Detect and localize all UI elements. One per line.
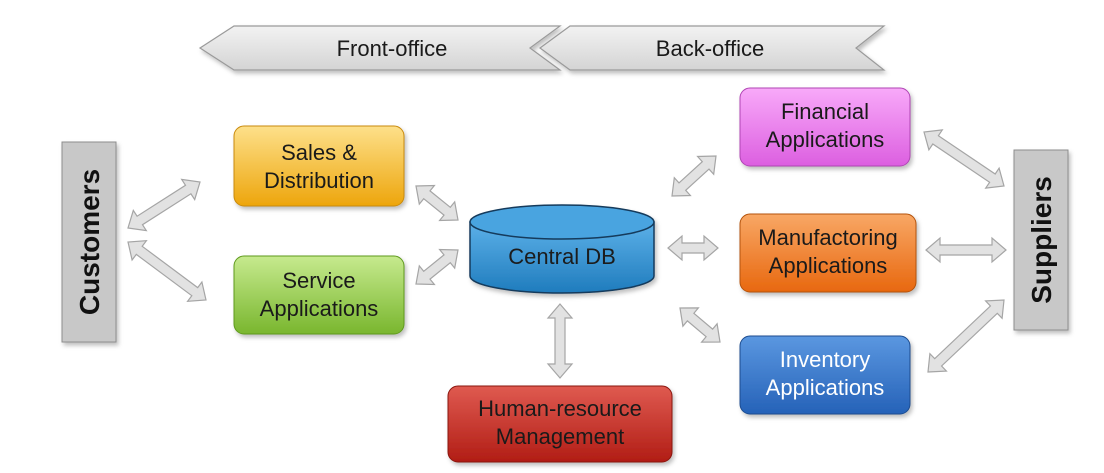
inventory-line2: Applications [766,375,885,400]
manufactoring-line1: Manufactoring [758,225,897,250]
inventory-line1: Inventory [780,347,871,372]
db-inventory-arrow [679,307,721,343]
customers-service-arrow [127,240,207,302]
manufactoring-suppliers-arrow [925,236,1007,264]
back-office-label: Back-office [656,36,764,61]
service-applications-box: Service Applications [233,255,405,335]
db-manufactoring-arrow [667,234,719,262]
suppliers-box: Suppliers [1013,149,1069,331]
sales-distribution-box: Sales & Distribution [233,125,405,207]
inventory-suppliers-arrow [927,299,1005,373]
financial-suppliers-arrow [923,129,1005,189]
central-db-cylinder: Central DB [469,204,655,294]
financial-applications-box: Financial Applications [739,87,911,167]
service-line1: Service [282,268,355,293]
sales-db-arrow [415,184,459,222]
front-office-label: Front-office [337,36,448,61]
hr-line2: Management [496,424,624,449]
service-line2: Applications [260,296,379,321]
manufactoring-line2: Applications [769,253,888,278]
manufactoring-applications-box: Manufactoring Applications [739,213,917,293]
back-office-banner: Back-office [538,25,886,71]
human-resource-management-box: Human-resource Management [447,385,673,463]
sales-line1: Sales & [281,140,357,165]
hr-line1: Human-resource [478,396,642,421]
financial-line2: Applications [766,127,885,152]
db-financial-arrow [671,155,717,197]
financial-line1: Financial [781,99,869,124]
front-office-banner: Front-office [198,25,562,71]
customers-sales-arrow [127,178,201,232]
db-hr-arrow [546,303,574,379]
sales-line2: Distribution [264,168,374,193]
inventory-applications-box: Inventory Applications [739,335,911,415]
connector-arrows [127,129,1007,379]
suppliers-label: Suppliers [1026,176,1057,304]
service-db-arrow [415,248,459,286]
customers-label: Customers [74,169,105,315]
customers-box: Customers [61,141,117,343]
central-db-label: Central DB [508,244,616,269]
